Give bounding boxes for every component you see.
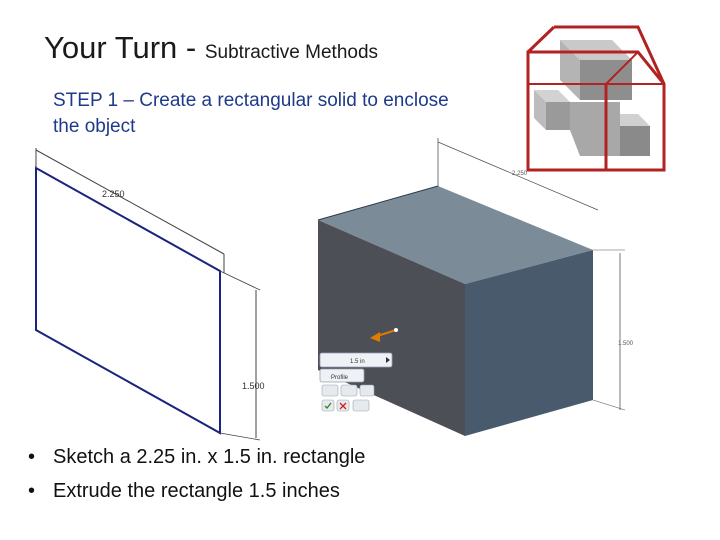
bullet-text: Sketch a 2.25 in. x 1.5 in. rectangle [53, 446, 366, 468]
title-main: Your Turn - [44, 30, 205, 65]
cad-extrusion-figure: 2.250 1.500 2.250 1.500 1.5 in Profile [35, 138, 634, 441]
cut-button[interactable] [340, 384, 358, 397]
step-instruction: STEP 1 – Create a rectangular solid to e… [53, 90, 449, 137]
distance-value: 1.5 in [350, 359, 365, 365]
profile-label: Profile [331, 375, 349, 381]
extrude-mini-toolbar[interactable]: 1.5 in Profile [319, 352, 393, 412]
close-icon [339, 402, 347, 410]
sketch-width-dimension: 2.250 [102, 189, 125, 199]
title-subtitle: Subtractive Methods [204, 42, 379, 63]
ok-button[interactable] [321, 399, 335, 412]
extrude-height-dimension: 1.500 [618, 341, 634, 347]
profile-selector[interactable] [319, 368, 365, 383]
bullet-item: •Sketch a 2.25 in. x 1.5 in. rectangle [28, 446, 366, 468]
sketch-height-dimension: 1.500 [242, 381, 265, 391]
distance-field[interactable] [319, 352, 393, 368]
sketch-rectangle [35, 148, 261, 441]
extrude-direction-arrow-icon [370, 328, 398, 342]
bullet-text: Extrude the rectangle 1.5 inches [53, 480, 340, 502]
slide-title: Your Turn - Subtractive Methods [44, 30, 378, 66]
direction-button[interactable] [359, 384, 375, 397]
instruction-bullets: •Sketch a 2.25 in. x 1.5 in. rectangle •… [28, 445, 365, 513]
extrude-width-dimension: 2.250 [512, 171, 528, 177]
subtractive-block-logo-icon [526, 25, 666, 172]
options-button[interactable] [352, 399, 370, 412]
checkmark-icon [324, 402, 332, 410]
join-button[interactable] [321, 384, 339, 397]
bullet-item: •Extrude the rectangle 1.5 inches [28, 480, 340, 502]
